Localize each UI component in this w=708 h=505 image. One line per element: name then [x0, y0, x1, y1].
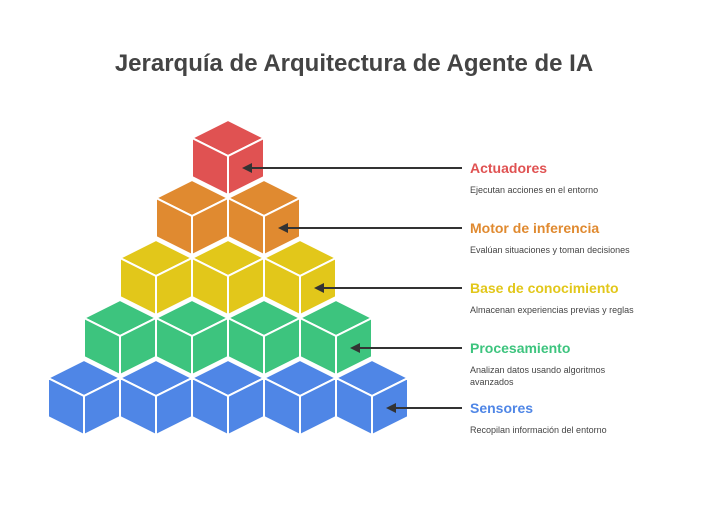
- arrow-left-icon: [242, 163, 252, 173]
- layer-title: Actuadores: [470, 160, 548, 176]
- cube-icon: [191, 119, 265, 196]
- cube-icon: [155, 179, 229, 256]
- layer-1-cubes: [191, 119, 265, 196]
- layer-5-cubes: [47, 359, 409, 436]
- layer-title: Sensores: [470, 400, 534, 416]
- arrow-left-icon: [386, 403, 396, 413]
- cube-icon: [335, 359, 409, 436]
- cube-icon: [299, 299, 373, 376]
- layer-4-cubes: [83, 299, 373, 376]
- arrow-left-icon: [350, 343, 360, 353]
- cube-icon: [263, 239, 337, 316]
- arrow-left-icon: [278, 223, 288, 233]
- cube-icon: [191, 239, 265, 316]
- arrow-left-icon: [314, 283, 324, 293]
- cube-icon: [227, 299, 301, 376]
- layer-3-cubes: [119, 239, 337, 316]
- cube-icon: [155, 299, 229, 376]
- cube-icon: [83, 299, 157, 376]
- layer-description: Recopilan información del entorno: [470, 425, 607, 435]
- layer-description: Analizan datos usando algoritmos avanzad…: [470, 365, 606, 387]
- layer-description: Evalúan situaciones y toman decisiones: [470, 245, 630, 255]
- layer-description: Ejecutan acciones en el entorno: [470, 185, 599, 195]
- cube-icon: [47, 359, 121, 436]
- cube-icon: [263, 359, 337, 436]
- cube-icon: [191, 359, 265, 436]
- cube-icon: [119, 239, 193, 316]
- layer-title: Base de conocimiento: [470, 280, 619, 296]
- cube-icon: [227, 179, 301, 256]
- cube-icon: [119, 359, 193, 436]
- diagram-title: Jerarquía de Arquitectura de Agente de I…: [114, 50, 594, 77]
- layer-description: Almacenan experiencias previas y reglas: [470, 305, 634, 315]
- layer-title: Procesamiento: [470, 340, 571, 356]
- layer-title: Motor de inferencia: [470, 220, 600, 236]
